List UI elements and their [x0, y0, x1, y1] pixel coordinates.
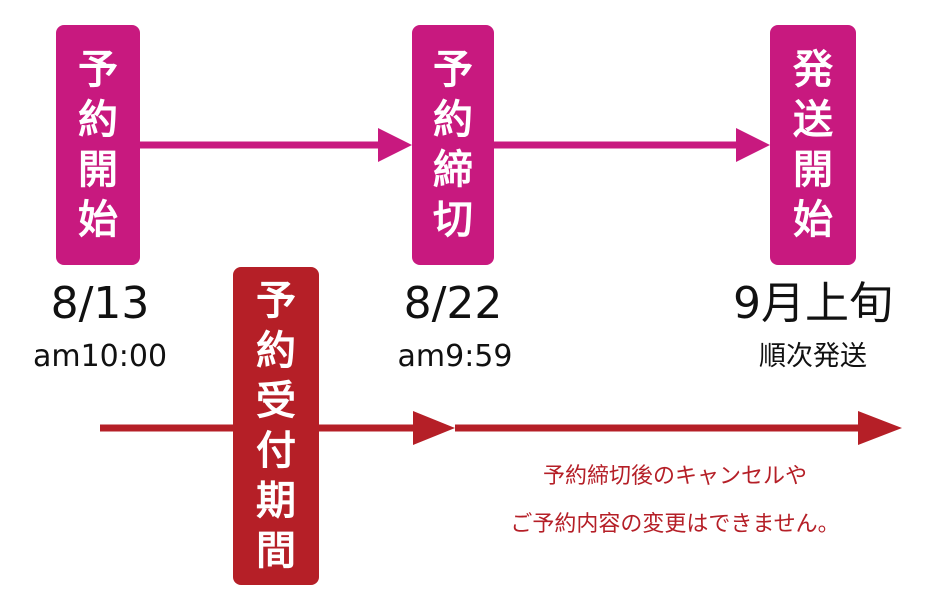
milestone-box-reservation-start: 予約開始	[56, 25, 140, 265]
milestone-label: 予約締切	[433, 47, 473, 243]
milestone-time: am10:00	[32, 339, 168, 374]
milestone-time: 順次発送	[759, 341, 867, 372]
milestone-label: 発送開始	[793, 47, 833, 243]
milestone-label: 予約開始	[78, 47, 118, 243]
reception-period-label: 予約受付期間	[256, 278, 296, 574]
milestone-date: 8/22	[403, 278, 503, 329]
milestone-date: 8/13	[50, 278, 150, 329]
milestone-time: am9:59	[397, 339, 513, 374]
arrowhead-start-to-deadline	[378, 128, 412, 162]
note-line: 予約締切後のキャンセルや	[542, 464, 807, 489]
milestone-date: 9月上旬	[733, 278, 893, 329]
note-line: ご予約内容の変更はできません。	[510, 512, 840, 537]
arrowhead-deadline-to-shipping	[736, 128, 770, 162]
milestone-box-shipping-start: 発送開始	[770, 25, 856, 265]
arrowhead-reception-period	[413, 411, 455, 445]
reception-period-box: 予約受付期間	[233, 267, 319, 585]
cancellation-note: 予約締切後のキャンセルや ご予約内容の変更はできません。	[440, 462, 910, 540]
arrowhead-after-deadline	[858, 411, 902, 445]
milestone-box-reservation-deadline: 予約締切	[412, 25, 494, 265]
